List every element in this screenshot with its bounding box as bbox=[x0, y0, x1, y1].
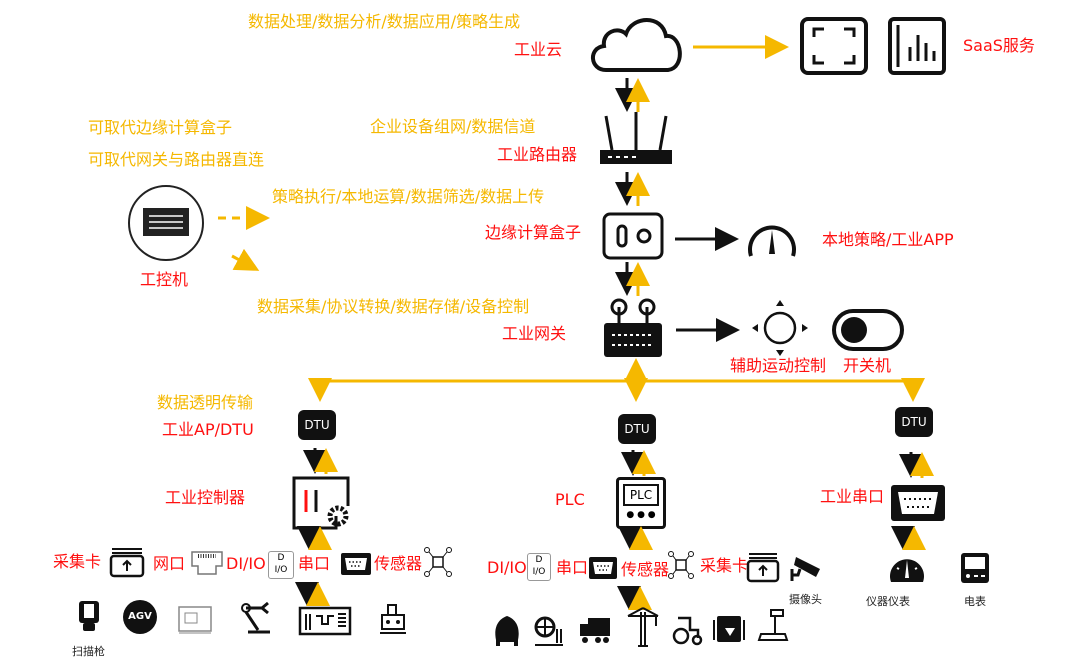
dio-icon: D I/O bbox=[268, 551, 294, 579]
industrial-pc-icon bbox=[128, 185, 204, 261]
network-port-label: 网口 bbox=[153, 554, 186, 573]
dtu-icon-right: DTU bbox=[895, 407, 933, 437]
dtu-label: 工业AP/DTU bbox=[162, 420, 254, 439]
acq-card-label: 采集卡 bbox=[700, 556, 749, 575]
dio-label: DI/IO bbox=[487, 558, 527, 577]
serial-label: 串口 bbox=[298, 554, 331, 573]
power-meter-icon bbox=[961, 553, 989, 583]
scanner-label: 扫描枪 bbox=[72, 645, 105, 658]
edge-description: 策略执行/本地运算/数据筛选/数据上传 bbox=[272, 187, 545, 206]
plc-icon: PLC ● ● ● bbox=[616, 477, 666, 529]
plc-screen: PLC bbox=[623, 484, 659, 506]
instrument-meter-icon bbox=[890, 556, 924, 582]
pump-icon bbox=[534, 616, 563, 646]
instrument-label: 仪器仪表 bbox=[866, 595, 910, 608]
gateway-description: 数据采集/协议转换/数据存储/设备控制 bbox=[257, 297, 530, 316]
controller-label: 工业控制器 bbox=[165, 488, 246, 507]
acquisition-card-icon bbox=[746, 553, 780, 583]
serial-label: 串口 bbox=[556, 558, 589, 577]
tank-icon bbox=[495, 616, 519, 646]
weighing-scale-icon bbox=[757, 609, 789, 641]
serial-port-label: 工业串口 bbox=[820, 487, 885, 506]
router-icon bbox=[600, 112, 672, 164]
power-label: 开关机 bbox=[843, 356, 892, 375]
speed-gauge-icon bbox=[748, 225, 796, 257]
bidirectional-arrows bbox=[295, 582, 330, 606]
camera-icon bbox=[790, 557, 820, 581]
bidirectional-arrows bbox=[615, 78, 650, 112]
power-meter-label: 电表 bbox=[964, 595, 986, 608]
dashed-arrows bbox=[218, 206, 270, 271]
dio-icon-io: I/O bbox=[274, 565, 288, 575]
bidirectional-arrows bbox=[617, 586, 652, 610]
bidirectional-arrows bbox=[899, 452, 934, 478]
camera-label: 摄像头 bbox=[789, 593, 822, 606]
arrow-to-app bbox=[675, 227, 739, 251]
serial-port-icon bbox=[891, 485, 945, 521]
cloud-icon bbox=[591, 18, 682, 72]
truck-icon bbox=[580, 618, 610, 643]
motion-control-label: 辅助运动控制 bbox=[730, 356, 827, 375]
local-app-label: 本地策略/工业APP bbox=[822, 230, 954, 249]
gateway-icon bbox=[604, 298, 662, 357]
sensor-label: 传感器 bbox=[621, 560, 670, 579]
bidirectional-arrows bbox=[615, 172, 650, 206]
router-description: 企业设备组网/数据信道 bbox=[370, 117, 536, 136]
acquisition-card-icon bbox=[109, 548, 145, 578]
agv-icon: AGV bbox=[123, 600, 157, 634]
factory-equipment-icon bbox=[380, 604, 406, 634]
dio-icon: D I/O bbox=[527, 553, 551, 581]
sensor-icon bbox=[424, 547, 452, 577]
dtu-icon-left: DTU bbox=[298, 410, 336, 440]
cnc-machine-icon bbox=[298, 606, 352, 636]
bidirectional-arrows bbox=[303, 448, 338, 474]
sensor-label: 传感器 bbox=[374, 554, 423, 573]
arrow-to-motion bbox=[676, 318, 740, 342]
serial-port-icon bbox=[589, 557, 617, 579]
router-label: 工业路由器 bbox=[497, 145, 578, 164]
edge-label: 边缘计算盒子 bbox=[485, 223, 582, 242]
bidirectional-arrows bbox=[615, 262, 650, 296]
industrial-controller-icon bbox=[292, 476, 350, 530]
ipc-note-1: 可取代边缘计算盒子 bbox=[88, 118, 233, 137]
dio-icon-io: I/O bbox=[532, 567, 546, 577]
tractor-icon bbox=[672, 616, 703, 646]
joystick-direction-icon bbox=[752, 300, 808, 356]
crane-icon bbox=[627, 607, 659, 647]
bidirectional-arrows bbox=[891, 526, 926, 550]
edge-box-icon bbox=[602, 212, 664, 260]
dashboard-chart-icon bbox=[888, 17, 946, 75]
robot-arm-icon bbox=[241, 601, 270, 634]
screen-frame-icon bbox=[800, 17, 868, 75]
acq-card-label: 采集卡 bbox=[53, 552, 102, 571]
power-toggle-icon[interactable] bbox=[832, 309, 904, 351]
plc-buttons: ● ● ● bbox=[626, 510, 656, 520]
ipc-label: 工控机 bbox=[140, 270, 189, 289]
ethernet-port-icon bbox=[191, 551, 223, 575]
serial-port-icon bbox=[341, 553, 371, 575]
cloud-label: 工业云 bbox=[514, 40, 563, 59]
ipc-note-2: 可取代网关与路由器直连 bbox=[88, 150, 265, 169]
distribution-bus bbox=[308, 358, 925, 402]
bidirectional-arrows bbox=[618, 526, 653, 550]
machine-tool-icon bbox=[178, 606, 212, 634]
dtu-description: 数据透明传输 bbox=[157, 393, 254, 412]
bidirectional-arrows bbox=[621, 450, 656, 476]
dio-icon-d: D bbox=[277, 553, 285, 563]
saas-label: SaaS服务 bbox=[963, 36, 1035, 55]
dtu-icon-center: DTU bbox=[618, 414, 656, 444]
dio-label: DI/IO bbox=[226, 554, 266, 573]
plc-label: PLC bbox=[555, 490, 585, 509]
arrow-to-saas bbox=[693, 35, 789, 59]
dio-icon-d: D bbox=[535, 555, 543, 565]
bidirectional-arrows bbox=[297, 526, 332, 550]
sensor-icon bbox=[668, 551, 694, 579]
gateway-label: 工业网关 bbox=[502, 324, 567, 343]
cloud-description: 数据处理/数据分析/数据应用/策略生成 bbox=[248, 12, 521, 31]
generator-icon bbox=[713, 616, 745, 642]
scanner-icon bbox=[79, 601, 99, 631]
